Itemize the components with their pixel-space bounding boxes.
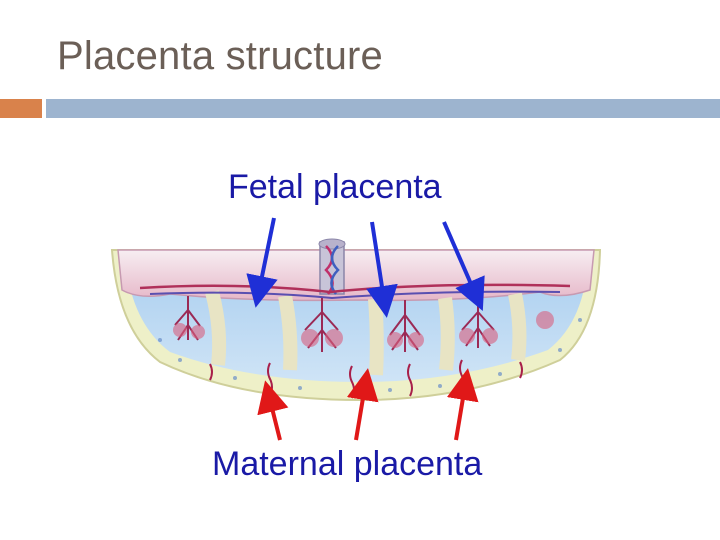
fetal-arrows bbox=[246, 217, 485, 318]
fetal-placenta-label: Fetal placenta bbox=[228, 168, 442, 206]
maternal-arrow-right bbox=[446, 368, 479, 441]
maternal-arrow-middle bbox=[346, 368, 379, 441]
maternal-arrow-left bbox=[257, 380, 289, 441]
fetal-arrow-left bbox=[246, 217, 278, 308]
fetal-arrow-right bbox=[442, 221, 485, 312]
fetal-arrow-middle bbox=[366, 221, 398, 318]
maternal-arrows bbox=[257, 368, 479, 441]
placenta-cross-section-illustration bbox=[110, 238, 602, 402]
accent-bar-left bbox=[0, 99, 42, 118]
maternal-placenta-label: Maternal placenta bbox=[212, 445, 483, 483]
slide-title: Placenta structure bbox=[57, 34, 383, 78]
accent-bar-right bbox=[46, 99, 720, 118]
